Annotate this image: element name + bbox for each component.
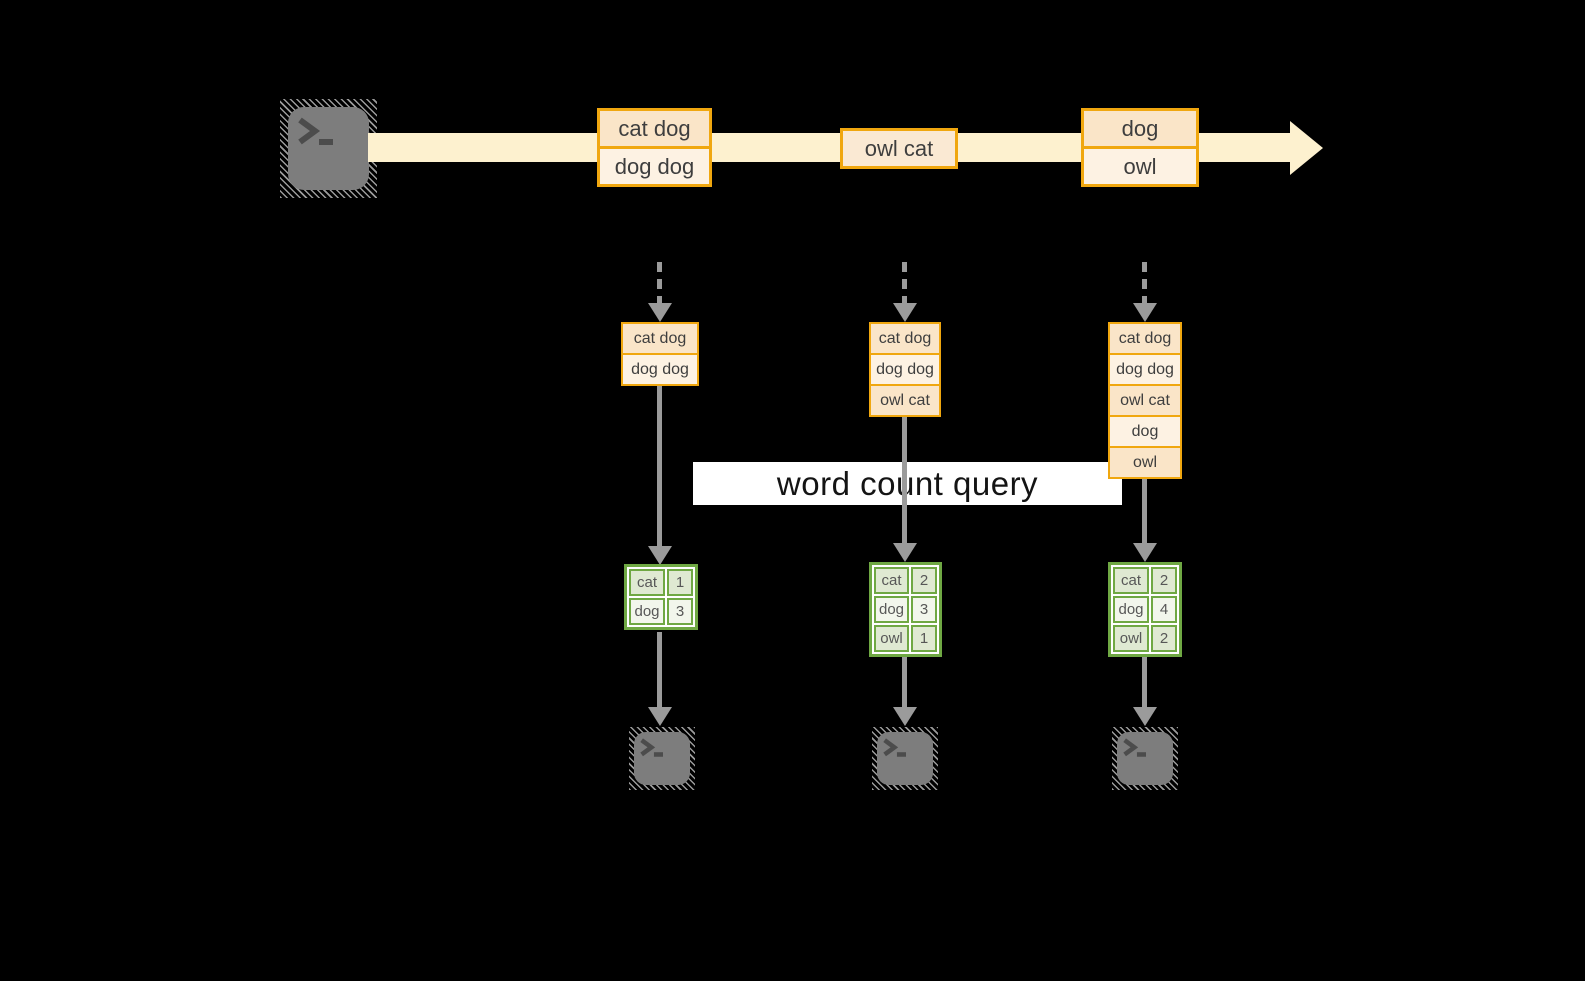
terminal-prompt-icon (640, 738, 663, 757)
arrowhead-icon (648, 707, 672, 726)
word-count-table: cat 1 dog 3 (624, 564, 698, 630)
word-cell: owl (1113, 625, 1149, 652)
buffered-event-line: owl (1110, 446, 1180, 477)
arrowhead-icon (1133, 303, 1157, 322)
buffered-event-line: owl cat (871, 384, 939, 415)
word-cell: cat (874, 567, 909, 594)
word-count-table: cat 2 dog 3 owl 1 (869, 562, 942, 657)
buffered-event-line: dog dog (623, 353, 697, 384)
arrowhead-icon (648, 303, 672, 322)
flow-arrow (902, 657, 907, 708)
ingest-arrow-dashed (902, 262, 907, 303)
stream-event-line: cat dog (600, 111, 709, 146)
flow-arrow (657, 632, 662, 708)
flow-arrow (657, 386, 662, 546)
stream-event-line: dog dog (600, 146, 709, 184)
word-cell: dog (874, 596, 909, 623)
output-terminal-icon (1112, 727, 1178, 790)
flow-arrow (1142, 657, 1147, 708)
terminal-prompt-icon (1123, 738, 1146, 757)
arrowhead-icon (893, 707, 917, 726)
word-cell: dog (629, 598, 665, 625)
buffered-events: cat dog dog dog owl cat dog owl (1108, 322, 1182, 479)
count-cell: 1 (667, 569, 693, 596)
stream-event: owl cat (840, 128, 958, 169)
buffered-event-line: dog (1110, 415, 1180, 446)
count-cell: 2 (1151, 567, 1177, 594)
terminal-prompt-icon (298, 117, 333, 145)
ingest-arrow-dashed (657, 262, 662, 303)
buffered-events: cat dog dog dog (621, 322, 699, 386)
flow-arrow (1142, 479, 1147, 544)
buffered-event-line: cat dog (871, 324, 939, 353)
count-cell: 1 (911, 625, 937, 652)
flow-arrow (902, 417, 907, 544)
ingest-arrow-dashed (1142, 262, 1147, 303)
stream-event-line: dog (1084, 111, 1196, 146)
buffered-events: cat dog dog dog owl cat (869, 322, 941, 417)
word-cell: cat (1113, 567, 1149, 594)
stream-event: dog owl (1081, 108, 1199, 187)
stream-event: cat dog dog dog (597, 108, 712, 187)
word-cell: owl (874, 625, 909, 652)
word-count-table: cat 2 dog 4 owl 2 (1108, 562, 1182, 657)
count-cell: 2 (1151, 625, 1177, 652)
buffered-event-line: owl cat (1110, 384, 1180, 415)
arrowhead-icon (1133, 707, 1157, 726)
terminal-prompt-icon (883, 738, 906, 757)
buffered-event-line: dog dog (871, 353, 939, 384)
arrowhead-icon (893, 303, 917, 322)
source-terminal-icon (280, 99, 377, 198)
count-cell: 2 (911, 567, 937, 594)
stream-event-line: owl (1084, 146, 1196, 184)
arrowhead-icon (1133, 543, 1157, 562)
count-cell: 3 (911, 596, 937, 623)
arrowhead-icon (893, 543, 917, 562)
query-label-text: word count query (776, 464, 1039, 502)
count-cell: 3 (667, 598, 693, 625)
arrowhead-icon (648, 546, 672, 565)
buffered-event-line: cat dog (1110, 324, 1180, 353)
stream-arrowhead-icon (1290, 121, 1323, 175)
buffered-event-line: cat dog (623, 324, 697, 353)
output-terminal-icon (872, 727, 938, 790)
stream-event-line: owl cat (843, 131, 955, 166)
count-cell: 4 (1151, 596, 1177, 623)
word-cell: dog (1113, 596, 1149, 623)
output-terminal-icon (629, 727, 695, 790)
query-label: word count query (693, 462, 1122, 505)
word-cell: cat (629, 569, 665, 596)
buffered-event-line: dog dog (1110, 353, 1180, 384)
